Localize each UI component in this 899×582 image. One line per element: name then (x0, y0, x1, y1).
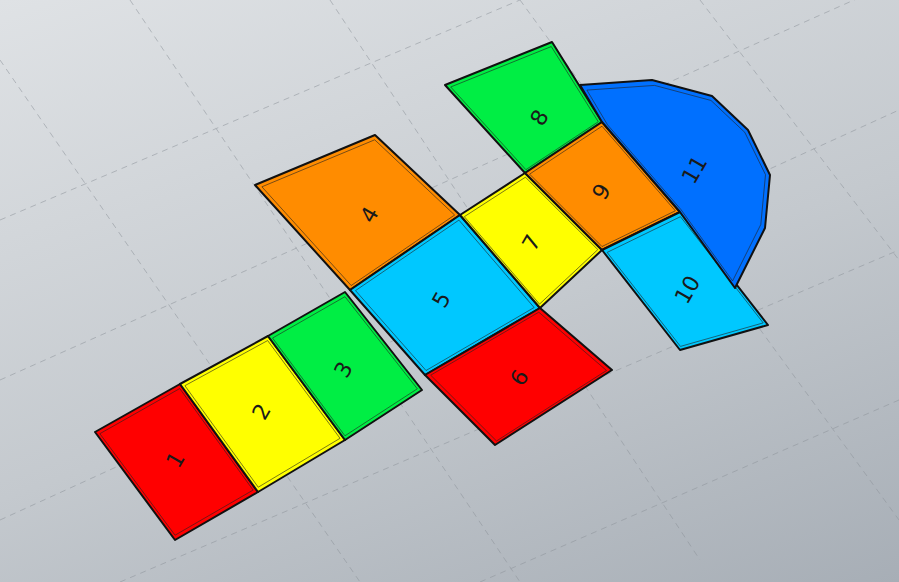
half-circle: 11 (580, 80, 770, 288)
shape-fill (580, 80, 770, 288)
hop-square: 6 (425, 308, 612, 445)
sketch-line (587, 85, 766, 281)
sketch-line (431, 312, 607, 441)
half-circle-outline (580, 80, 770, 288)
shape-fill (425, 308, 612, 445)
